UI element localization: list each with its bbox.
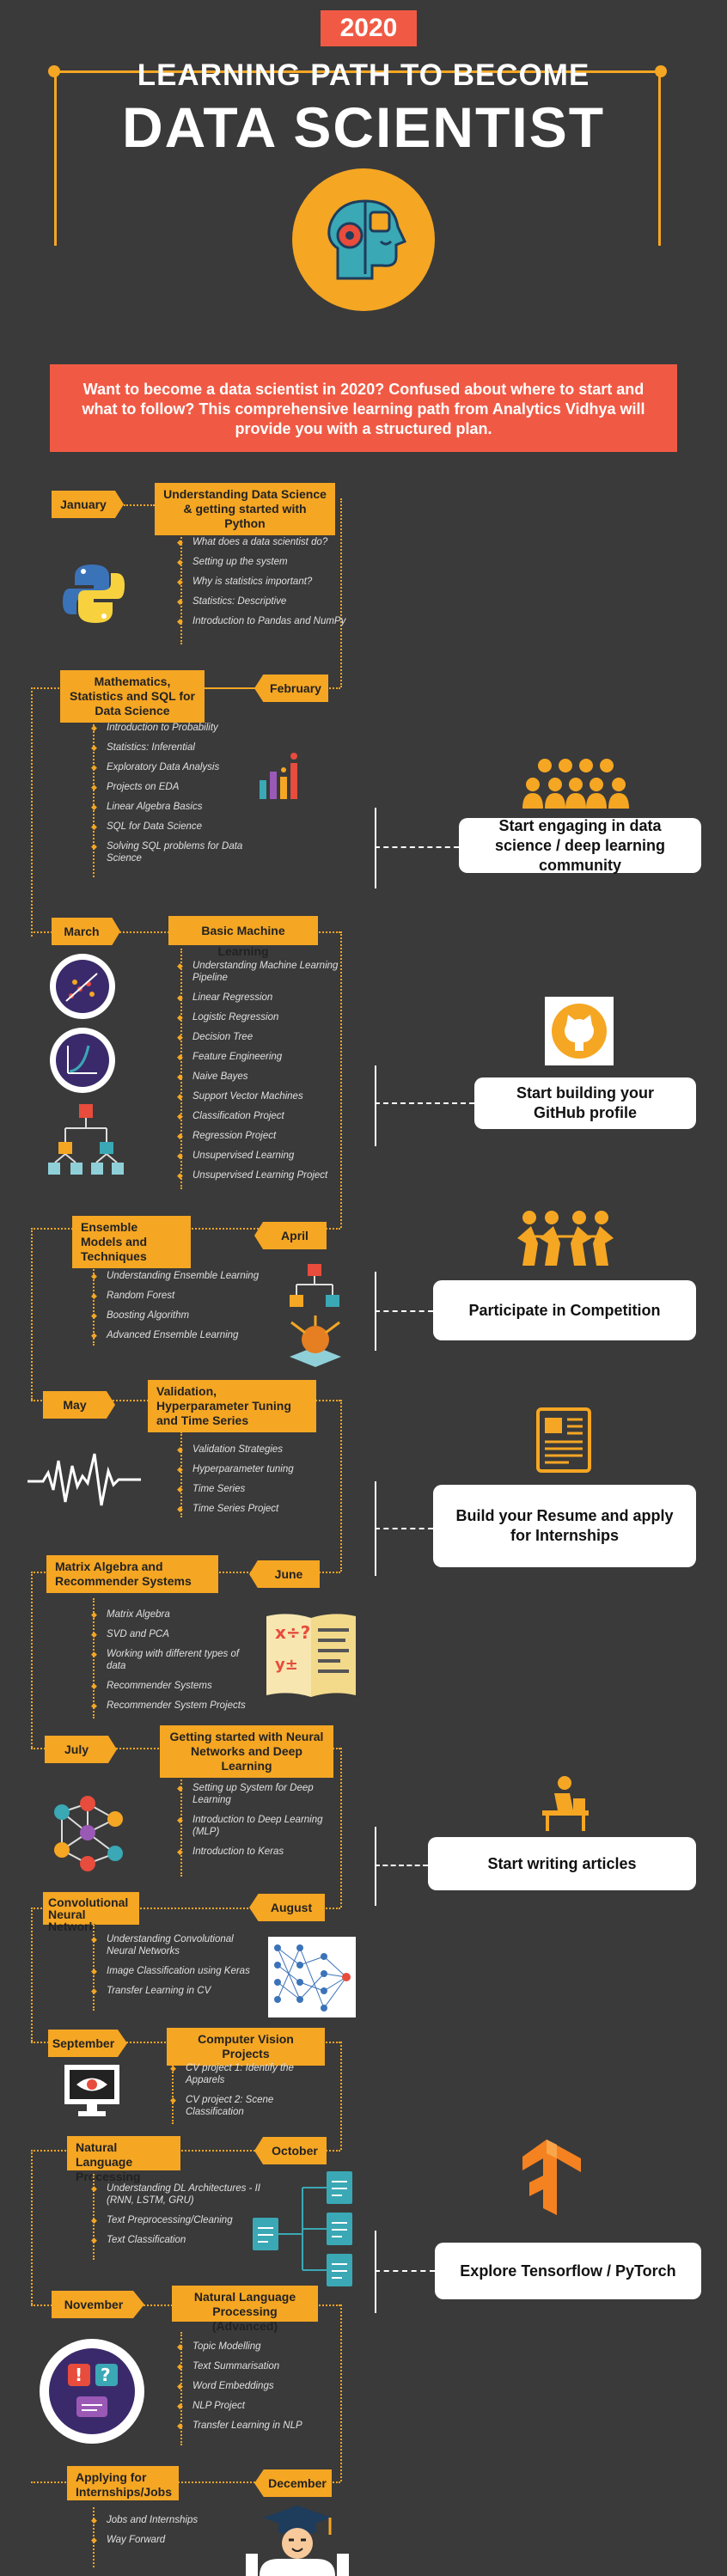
topic-december: Applying for Internships/Jobs — [67, 2466, 179, 2500]
topic-november: Natural Language Processing (Advanced) — [172, 2286, 318, 2333]
month-january: January — [52, 491, 124, 518]
svg-text:y±: y± — [275, 1656, 298, 1674]
topic-may: Validation, Hyperparameter Tuning and Ti… — [148, 1380, 316, 1432]
document-files-icon — [253, 2169, 356, 2287]
topic-august: Convolutional Neural Network — [43, 1892, 139, 1932]
topic-february: Mathematics, Statistics and SQL for Data… — [60, 670, 205, 723]
newspaper-resume-icon — [531, 1406, 596, 1474]
tug-of-war-icon — [514, 1208, 617, 1268]
topic-january: Understanding Data Science & getting sta… — [155, 483, 335, 535]
curve-graph-icon — [50, 1028, 115, 1093]
card-articles: Start writing articles — [428, 1837, 696, 1890]
bar-chart-icon — [254, 749, 309, 804]
card-github: Start building your GitHub profile — [474, 1077, 696, 1129]
card-community: Start engaging in data science / deep le… — [459, 817, 701, 874]
tensorflow-logo-icon — [510, 2138, 584, 2217]
ensemble-tree-icon — [284, 1263, 345, 1315]
graduate-icon — [242, 2504, 352, 2576]
python-logo-icon — [57, 557, 131, 631]
topic-september: Computer Vision Projects — [167, 2028, 325, 2066]
items-may: Validation StrategiesHyperparameter tuni… — [177, 1444, 349, 1523]
month-october: October — [254, 2137, 327, 2164]
svg-text:?: ? — [101, 2365, 111, 2385]
items-november: Topic ModellingText SummarisationWord Em… — [177, 2341, 340, 2439]
intro-banner: Want to become a data scientist in 2020?… — [50, 364, 677, 452]
neural-network-icon — [45, 1792, 131, 1875]
card-tensorflow: Explore Tensorflow / PyTorch — [435, 2243, 701, 2299]
items-march: Understanding Machine Learning PipelineL… — [177, 960, 349, 1189]
frame-dot — [655, 65, 667, 77]
month-december: December — [254, 2469, 332, 2497]
month-august: August — [249, 1894, 325, 1921]
items-august: Understanding Convolutional Neural Netwo… — [91, 1933, 260, 2005]
title-line-2: DATA SCIENTIST — [121, 95, 606, 159]
title-line-1: LEARNING PATH TO BECOME — [137, 58, 590, 92]
nlp-chat-icon: !? — [40, 2339, 144, 2444]
items-september: CV project 1: Identify the ApparelsCV pr… — [170, 2062, 333, 2126]
frame-dot — [48, 65, 60, 77]
svg-text:x÷?: x÷? — [275, 1622, 310, 1643]
items-april: Understanding Ensemble LearningRandom Fo… — [91, 1270, 280, 1349]
year-badge: 2020 — [321, 10, 417, 46]
community-people-icon — [516, 754, 636, 809]
matrix-book-icon: x÷? y± — [263, 1608, 359, 1701]
items-january: What does a data scientist do?Setting up… — [177, 536, 349, 635]
items-june: Matrix AlgebraSVD and PCAWorking with di… — [91, 1608, 254, 1719]
month-november: November — [52, 2291, 144, 2318]
topic-june: Matrix Algebra and Recommender Systems — [46, 1555, 218, 1593]
card-competition: Participate in Competition — [433, 1280, 696, 1340]
month-february: February — [254, 675, 328, 702]
month-may: May — [43, 1391, 115, 1419]
card-resume: Build your Resume and apply for Internsh… — [433, 1485, 696, 1567]
ensemble-sphere-icon — [284, 1313, 347, 1368]
month-september: September — [48, 2030, 127, 2057]
items-december: Jobs and InternshipsWay Forward — [91, 2514, 254, 2554]
topic-april: Ensemble Models and Techniques — [72, 1216, 191, 1268]
topic-july: Getting started with Neural Networks and… — [160, 1725, 333, 1778]
topic-march: Basic Machine Learning — [168, 916, 318, 958]
items-july: Setting up System for Deep LearningIntro… — [177, 1782, 340, 1865]
decision-tree-icon — [45, 1102, 127, 1179]
time-series-wave-icon — [26, 1449, 143, 1509]
computer-vision-monitor-icon — [60, 2060, 124, 2122]
svg-text:!: ! — [75, 2365, 82, 2385]
month-march: March — [52, 918, 120, 945]
brain-gear-icon — [292, 168, 435, 311]
title-frame — [54, 70, 661, 246]
writer-at-desk-icon — [538, 1773, 593, 1832]
github-icon — [545, 997, 614, 1065]
scatter-plot-icon — [50, 954, 115, 1019]
items-october: Understanding DL Architectures - II (RNN… — [91, 2182, 263, 2254]
cnn-diagram-icon — [268, 1937, 356, 2017]
month-april: April — [254, 1222, 327, 1249]
month-june: June — [249, 1560, 320, 1588]
topic-october: Natural Language Processing — [67, 2136, 180, 2183]
month-july: July — [45, 1736, 117, 1763]
items-february: Introduction to ProbabilityStatistics: I… — [91, 722, 263, 872]
